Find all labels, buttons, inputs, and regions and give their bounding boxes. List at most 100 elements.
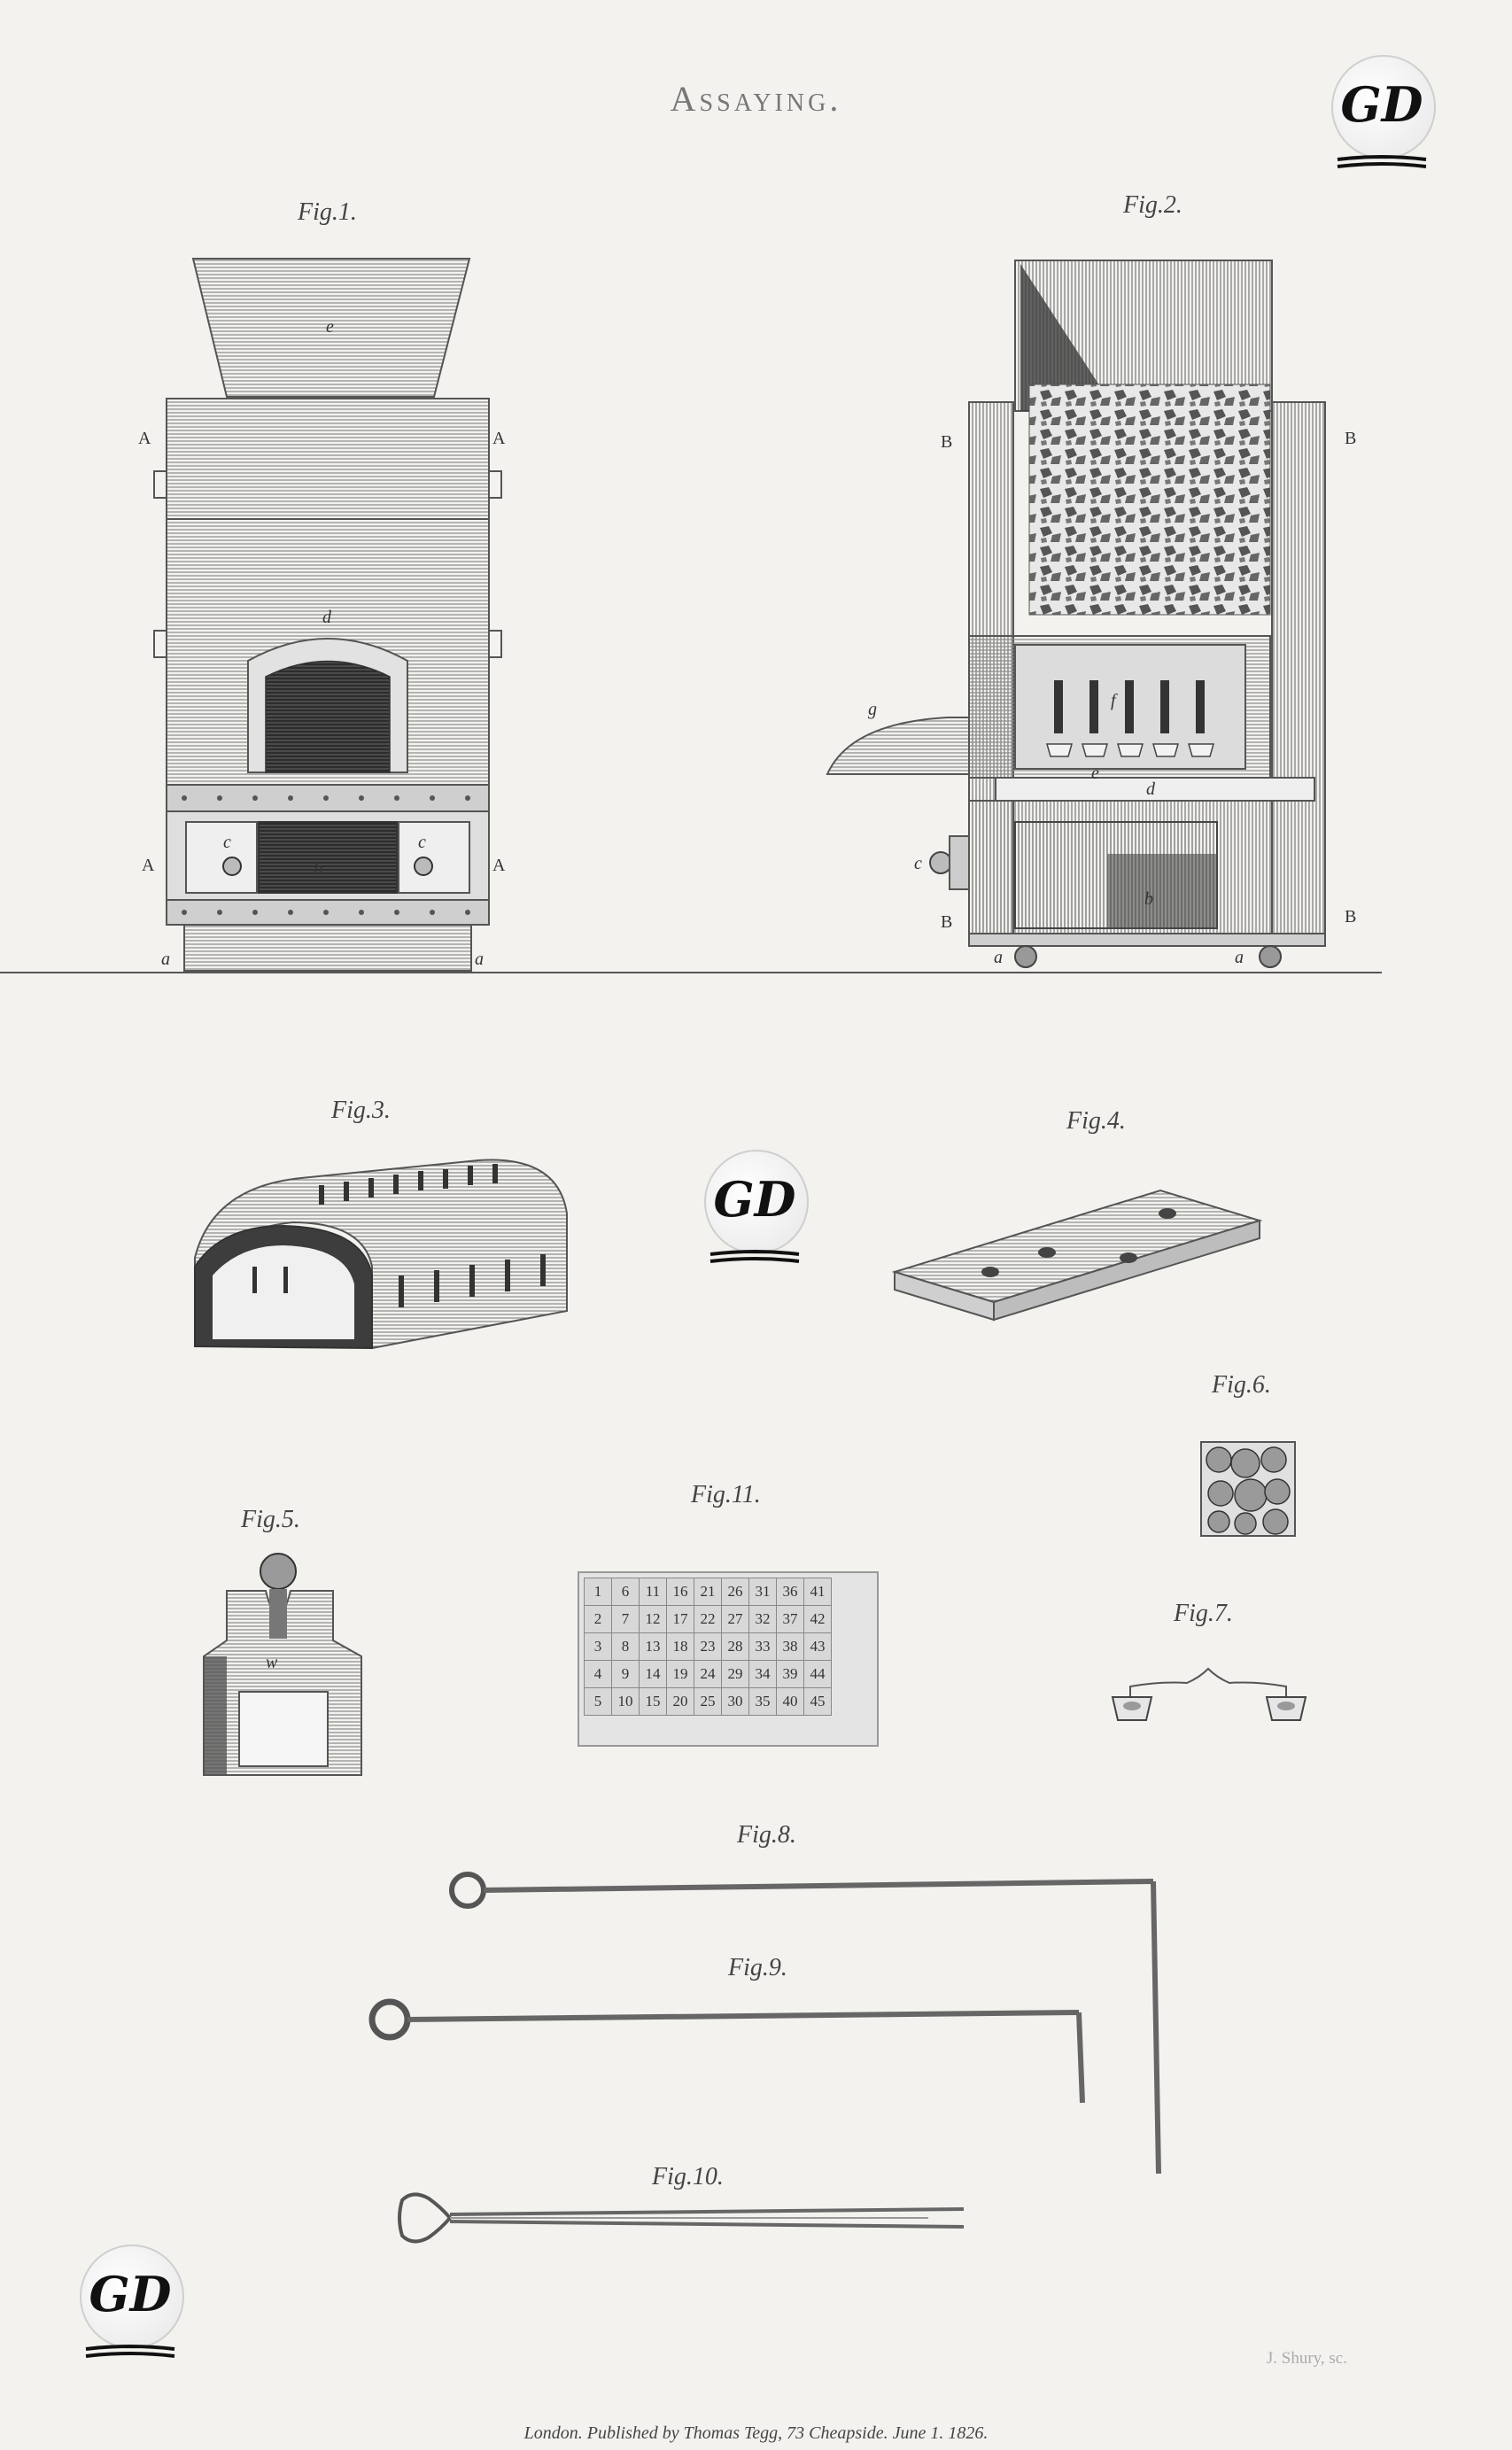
- table-cell: 37: [776, 1605, 804, 1633]
- table-cell: 15: [639, 1687, 667, 1716]
- table-cell: 12: [639, 1605, 667, 1633]
- fig9-rake-tool: [368, 1998, 1085, 2104]
- table-cell: 2: [584, 1605, 612, 1633]
- table-cell: 4: [584, 1660, 612, 1688]
- fig8-rake-tool: [449, 1872, 1161, 2175]
- fig4-caption: Fig.4.: [1066, 1107, 1126, 1135]
- table-cell: 31: [748, 1578, 777, 1606]
- fig2-label-a-right: a: [1235, 948, 1244, 967]
- swoosh-icon: [1337, 155, 1427, 168]
- table-cell: 43: [803, 1632, 832, 1661]
- table-cell: 29: [721, 1660, 749, 1688]
- table-cell: 28: [721, 1632, 749, 1661]
- fig5-label-w: w: [266, 1653, 278, 1672]
- table-cell: 9: [611, 1660, 640, 1688]
- fig1-label-c-right: c: [418, 833, 426, 852]
- table-cell: 14: [639, 1660, 667, 1688]
- table-cell: 17: [666, 1605, 694, 1633]
- table-cell: 16: [666, 1578, 694, 1606]
- fig1-label-c-left: c: [223, 833, 231, 852]
- plate-title: Assaying.: [670, 79, 842, 119]
- fig2-label-B-lower-left: B: [941, 912, 953, 932]
- fig5-muffle-front: [203, 1553, 362, 1776]
- fig7-caption: Fig.7.: [1174, 1600, 1233, 1627]
- fig1-label-e: e: [326, 317, 334, 337]
- fig11-caption: Fig.11.: [691, 1481, 761, 1508]
- table-cell: 25: [694, 1687, 722, 1716]
- fig1-label-A-upper-right: A: [492, 429, 506, 448]
- table-cell: 18: [666, 1632, 694, 1661]
- fig2-label-B-upper-left: B: [941, 432, 953, 452]
- fig4-plate: [891, 1189, 1263, 1322]
- fig1-label-d: d: [322, 608, 331, 627]
- table-cell: 20: [666, 1687, 694, 1716]
- fig2-label-c: c: [914, 854, 922, 873]
- globe-icon: [1331, 55, 1436, 159]
- fig1-label-A-upper-left: A: [138, 429, 151, 448]
- fig1-furnace-front: [153, 258, 502, 972]
- fig2-label-B-upper-right: B: [1345, 429, 1357, 448]
- table-cell: 11: [639, 1578, 667, 1606]
- table-cell: 19: [666, 1660, 694, 1688]
- fig3-muffle: [194, 1159, 568, 1350]
- fig8-caption: Fig.8.: [737, 1821, 796, 1849]
- globe-icon: [704, 1150, 809, 1254]
- table-cell: 7: [611, 1605, 640, 1633]
- fig1-label-a-left: a: [161, 950, 170, 969]
- table-cell: 1: [584, 1578, 612, 1606]
- table-cell: 24: [694, 1660, 722, 1688]
- table-cell: 45: [803, 1687, 832, 1716]
- table-cell: 5: [584, 1687, 612, 1716]
- fig2-label-B-lower-right: B: [1345, 907, 1357, 927]
- table-cell: 22: [694, 1605, 722, 1633]
- gd-logo-center: GD: [697, 1150, 812, 1274]
- fig9-caption: Fig.9.: [728, 1954, 787, 1981]
- engraver-credit: J. Shury, sc.: [1266, 2349, 1347, 2368]
- fig1-label-a-right: a: [475, 950, 484, 969]
- fig3-caption: Fig.3.: [331, 1097, 391, 1124]
- fig2-caption: Fig.2.: [1123, 191, 1182, 219]
- table-cell: 13: [639, 1632, 667, 1661]
- gd-logo-bottom-left: GD: [73, 2245, 188, 2369]
- fig7-balance-pans: [1111, 1667, 1307, 1721]
- fig2-label-b: b: [1144, 889, 1153, 909]
- table-cell: 35: [748, 1687, 777, 1716]
- table-cell: 30: [721, 1687, 749, 1716]
- table-cell: 33: [748, 1632, 777, 1661]
- fig1-label-A-lower-left: A: [142, 856, 155, 875]
- table-cell: 8: [611, 1632, 640, 1661]
- fig2-label-a-left: a: [994, 948, 1003, 967]
- ground-line: [0, 972, 1382, 973]
- fig10-caption: Fig.10.: [652, 2163, 724, 2190]
- fig2-label-e: e: [1091, 764, 1099, 783]
- table-cell: 21: [694, 1578, 722, 1606]
- table-cell: 32: [748, 1605, 777, 1633]
- fig2-label-g: g: [868, 700, 877, 719]
- table-cell: 39: [776, 1660, 804, 1688]
- fig10-tongs-tool: [398, 2192, 965, 2244]
- table-cell: 6: [611, 1578, 640, 1606]
- swoosh-icon: [709, 1250, 800, 1263]
- fig2-label-d: d: [1146, 779, 1155, 799]
- swoosh-icon: [85, 2345, 175, 2358]
- fig1-caption: Fig.1.: [298, 198, 357, 226]
- table-cell: 26: [721, 1578, 749, 1606]
- table-cell: 34: [748, 1660, 777, 1688]
- table-cell: 23: [694, 1632, 722, 1661]
- fig5-caption: Fig.5.: [241, 1506, 300, 1533]
- table-cell: 3: [584, 1632, 612, 1661]
- table-cell: 10: [611, 1687, 640, 1716]
- fig2-label-f: f: [1111, 691, 1116, 710]
- fig2-furnace-section: [826, 260, 1326, 968]
- table-cell: 27: [721, 1605, 749, 1633]
- table-cell: 36: [776, 1578, 804, 1606]
- gd-logo-top-right: GD: [1324, 55, 1439, 179]
- table-cell: 44: [803, 1660, 832, 1688]
